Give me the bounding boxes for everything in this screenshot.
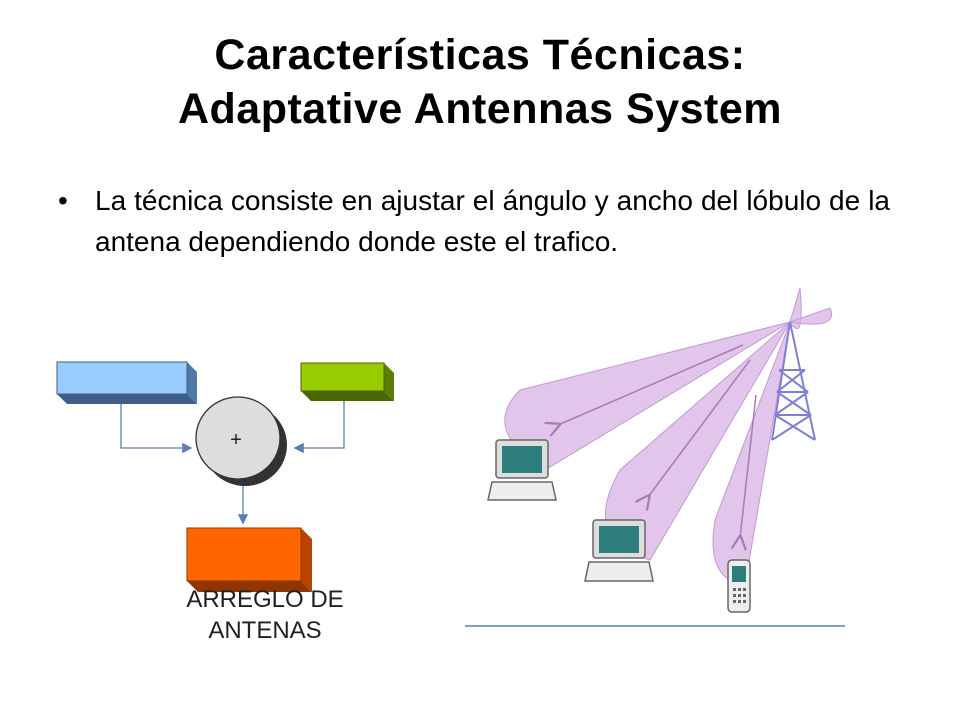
connector-blue-to-adder bbox=[120, 404, 193, 454]
array-label: ARREGLO DE ANTENAS bbox=[186, 586, 344, 644]
tower-icon bbox=[771, 321, 816, 441]
bullet-text: La técnica consiste en ajustar el ángulo… bbox=[95, 185, 890, 257]
orange-array-block bbox=[186, 527, 312, 592]
adder-symbol: + bbox=[230, 429, 242, 451]
block-diagram: + bbox=[56, 361, 394, 592]
slide-title: Características Técnicas: Adaptative Ant… bbox=[0, 28, 960, 136]
mobile-phone-icon bbox=[727, 559, 751, 613]
laptop-icon bbox=[584, 519, 654, 582]
green-input-block bbox=[300, 362, 394, 401]
antenna-illustration bbox=[465, 287, 845, 627]
blue-input-block bbox=[56, 361, 197, 404]
beam-arrows bbox=[558, 344, 757, 538]
adder-circle: + bbox=[195, 396, 287, 486]
beam-lobes bbox=[504, 287, 833, 586]
title-line-2: Adaptative Antennas System bbox=[177, 85, 783, 133]
connector-green-to-adder bbox=[293, 401, 345, 454]
bullet-dot: • bbox=[58, 185, 68, 216]
laptop-icon bbox=[487, 439, 557, 501]
title-line-1: Características Técnicas: bbox=[214, 31, 746, 79]
